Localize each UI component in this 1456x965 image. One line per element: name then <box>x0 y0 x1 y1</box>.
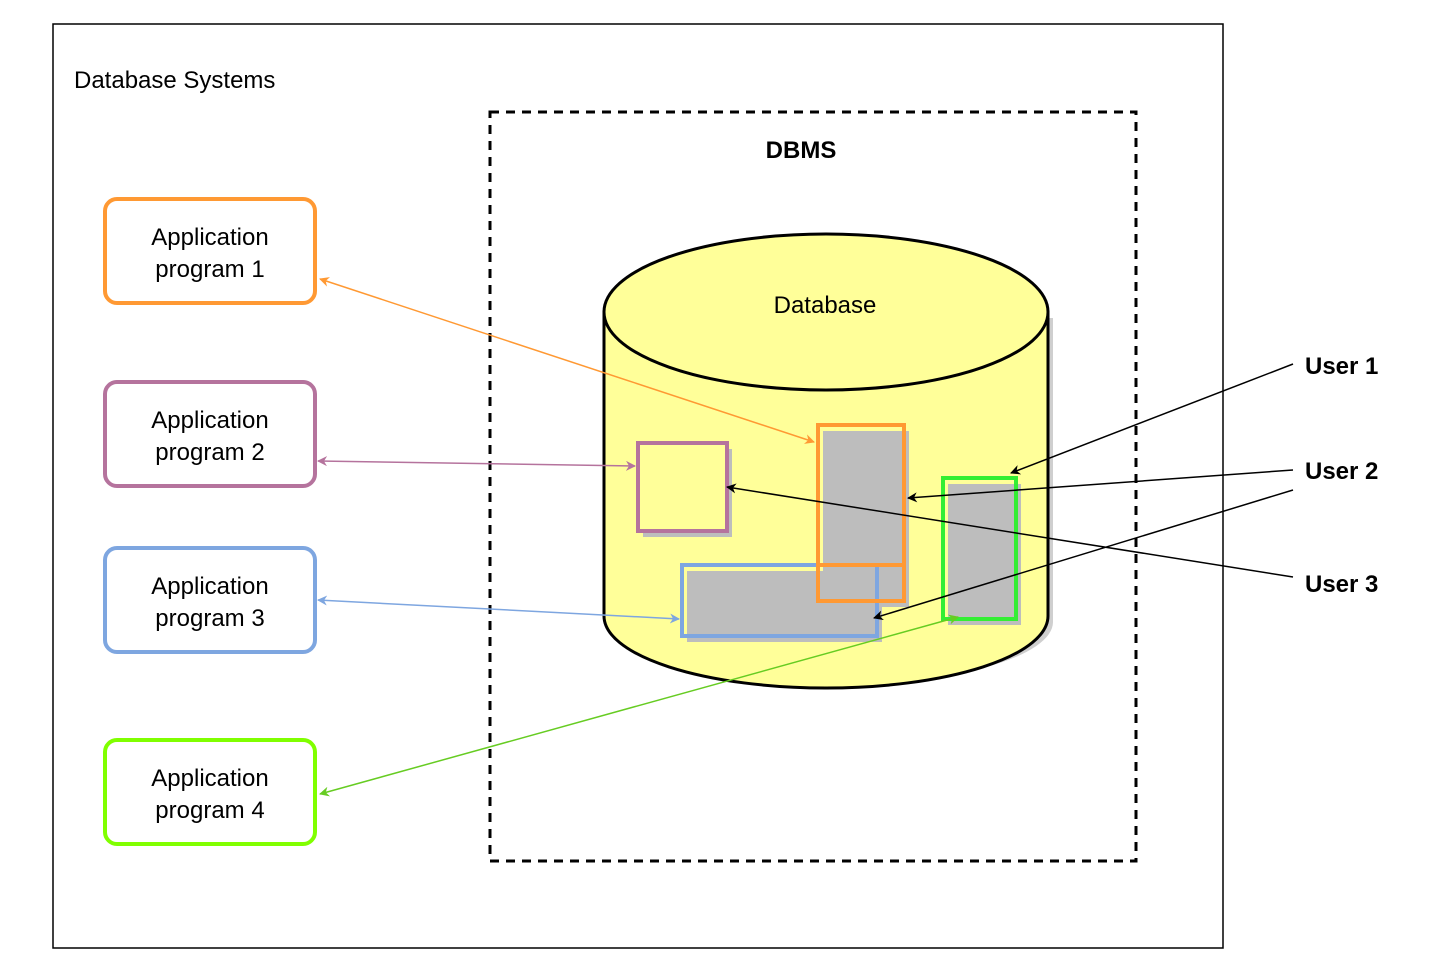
arrow-program-4-view <box>319 614 959 797</box>
application-program-3: Application program 3 <box>103 546 317 654</box>
program-label-line2: program 3 <box>155 605 264 632</box>
program-label-line2: program 4 <box>155 797 264 824</box>
user-3-label: User 3 <box>1305 571 1378 598</box>
view-program-4 <box>941 476 1018 621</box>
program-label-line1: Application <box>151 573 268 600</box>
frame-title: Database Systems <box>74 67 275 94</box>
database-label: Database <box>774 292 877 319</box>
program-label-line2: program 1 <box>155 256 264 283</box>
view-shadow <box>687 571 882 642</box>
program-label-line1: Application <box>151 407 268 434</box>
application-program-1: Application program 1 <box>103 197 317 305</box>
program-box <box>103 197 317 305</box>
dbms-title: DBMS <box>766 137 837 164</box>
arrow-program-1-view <box>319 277 815 444</box>
program-label-line2: program 2 <box>155 439 264 466</box>
dbms-boundary <box>488 110 1138 863</box>
application-program-2: Application program 2 <box>103 380 317 488</box>
arrow-user-2-b <box>873 489 1294 621</box>
program-box <box>103 380 317 488</box>
application-program-4: Application program 4 <box>103 738 317 846</box>
program-box <box>103 546 317 654</box>
program-label-line1: Application <box>151 765 268 792</box>
view-program-2 <box>636 441 729 533</box>
program-label-line1: Application <box>151 224 268 251</box>
view-shadow <box>948 484 1021 625</box>
program-box <box>103 738 317 846</box>
user-1-label: User 1 <box>1305 353 1378 380</box>
arrow-user-2-a <box>907 469 1294 503</box>
view-program-1-overlap <box>816 563 906 603</box>
arrow-program-2-view <box>317 456 636 471</box>
arrow-user-3 <box>726 483 1294 578</box>
user-2-label: User 2 <box>1305 458 1378 485</box>
arrow-user-1 <box>1010 363 1294 475</box>
